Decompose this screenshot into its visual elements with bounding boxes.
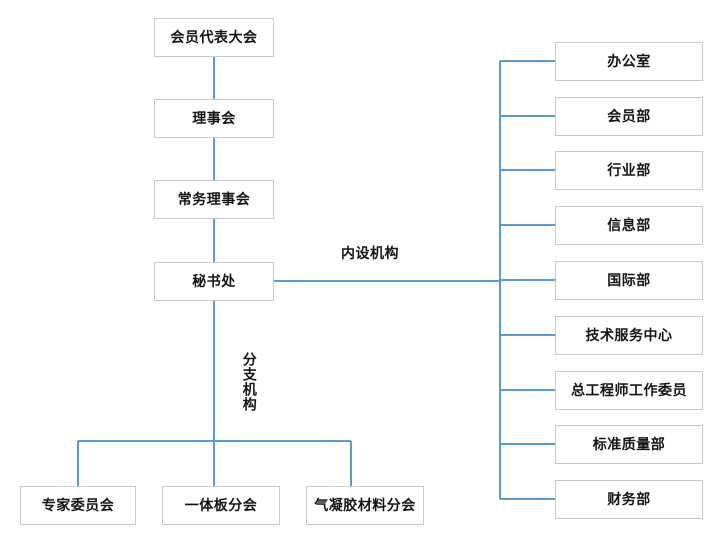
edge-label-internal: 内设机构 xyxy=(341,247,399,261)
node-membership-label: 会员部 xyxy=(607,108,651,125)
node-chief-engineer-committee-label: 总工程师工作委员 xyxy=(571,382,687,399)
node-council[interactable]: 理事会 xyxy=(154,99,274,138)
node-integrated-board-branch[interactable]: 一体板分会 xyxy=(162,486,280,525)
edge-label-branch: 分支机构 xyxy=(240,352,257,412)
edge-label-branch-text: 分支机构 xyxy=(240,352,257,412)
node-information-label: 信息部 xyxy=(607,217,651,234)
node-tech-service-center-label: 技术服务中心 xyxy=(585,327,673,344)
node-industry-label: 行业部 xyxy=(607,162,651,179)
node-industry[interactable]: 行业部 xyxy=(555,151,703,190)
node-finance[interactable]: 财务部 xyxy=(555,480,703,519)
node-expert-committee[interactable]: 专家委员会 xyxy=(20,486,136,525)
edge-label-internal-text: 内设机构 xyxy=(341,246,399,262)
node-secretariat[interactable]: 秘书处 xyxy=(154,262,274,301)
node-standard-quality-label: 标准质量部 xyxy=(592,436,666,453)
node-chief-engineer-committee[interactable]: 总工程师工作委员 xyxy=(555,371,703,410)
node-aerogel-material-branch[interactable]: 气凝胶材料分会 xyxy=(306,486,424,525)
node-office[interactable]: 办公室 xyxy=(555,42,703,81)
node-standard-quality[interactable]: 标准质量部 xyxy=(555,425,703,464)
node-office-label: 办公室 xyxy=(607,53,651,70)
node-international-label: 国际部 xyxy=(607,272,651,289)
node-finance-label: 财务部 xyxy=(607,491,651,508)
node-secretariat-label: 秘书处 xyxy=(192,273,236,290)
node-standing-council-label: 常务理事会 xyxy=(177,191,251,208)
node-aerogel-material-branch-label: 气凝胶材料分会 xyxy=(314,497,416,514)
node-expert-committee-label: 专家委员会 xyxy=(41,497,115,514)
node-information[interactable]: 信息部 xyxy=(555,206,703,245)
node-council-label: 理事会 xyxy=(192,110,236,127)
node-membership[interactable]: 会员部 xyxy=(555,97,703,136)
node-standing-council[interactable]: 常务理事会 xyxy=(154,180,274,219)
node-international[interactable]: 国际部 xyxy=(555,261,703,300)
node-assembly-label: 会员代表大会 xyxy=(170,29,258,46)
node-assembly[interactable]: 会员代表大会 xyxy=(154,18,274,57)
node-tech-service-center[interactable]: 技术服务中心 xyxy=(555,316,703,355)
node-integrated-board-branch-label: 一体板分会 xyxy=(184,497,258,514)
